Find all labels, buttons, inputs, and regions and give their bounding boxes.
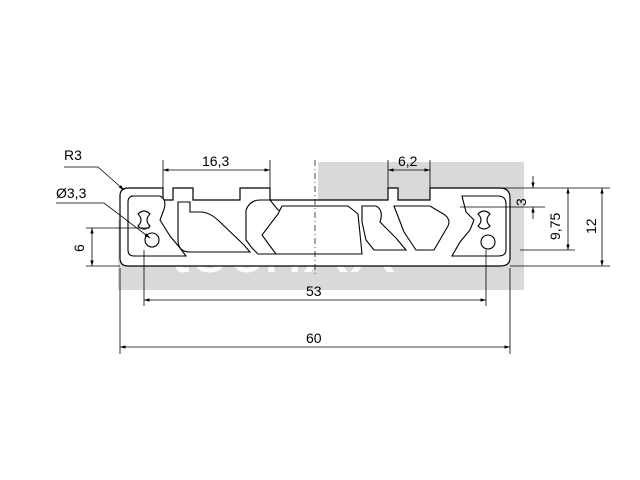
dim-right-mid: 9,75 xyxy=(547,213,563,240)
dim-inner-width: 53 xyxy=(306,283,322,299)
slot-holes xyxy=(137,210,496,250)
dim-hole-diameter: Ø3,3 xyxy=(56,185,87,201)
dim-overall-width: 60 xyxy=(306,330,322,346)
dim-slot-left: 16,3 xyxy=(202,153,229,169)
dim-slot-right: 6,2 xyxy=(398,153,418,169)
dim-left-height: 6 xyxy=(71,244,87,252)
dimension-lines xyxy=(56,160,610,354)
dim-right-total: 12 xyxy=(583,218,599,234)
dim-right-small: 3 xyxy=(513,198,529,206)
dim-radius: R3 xyxy=(64,147,82,163)
